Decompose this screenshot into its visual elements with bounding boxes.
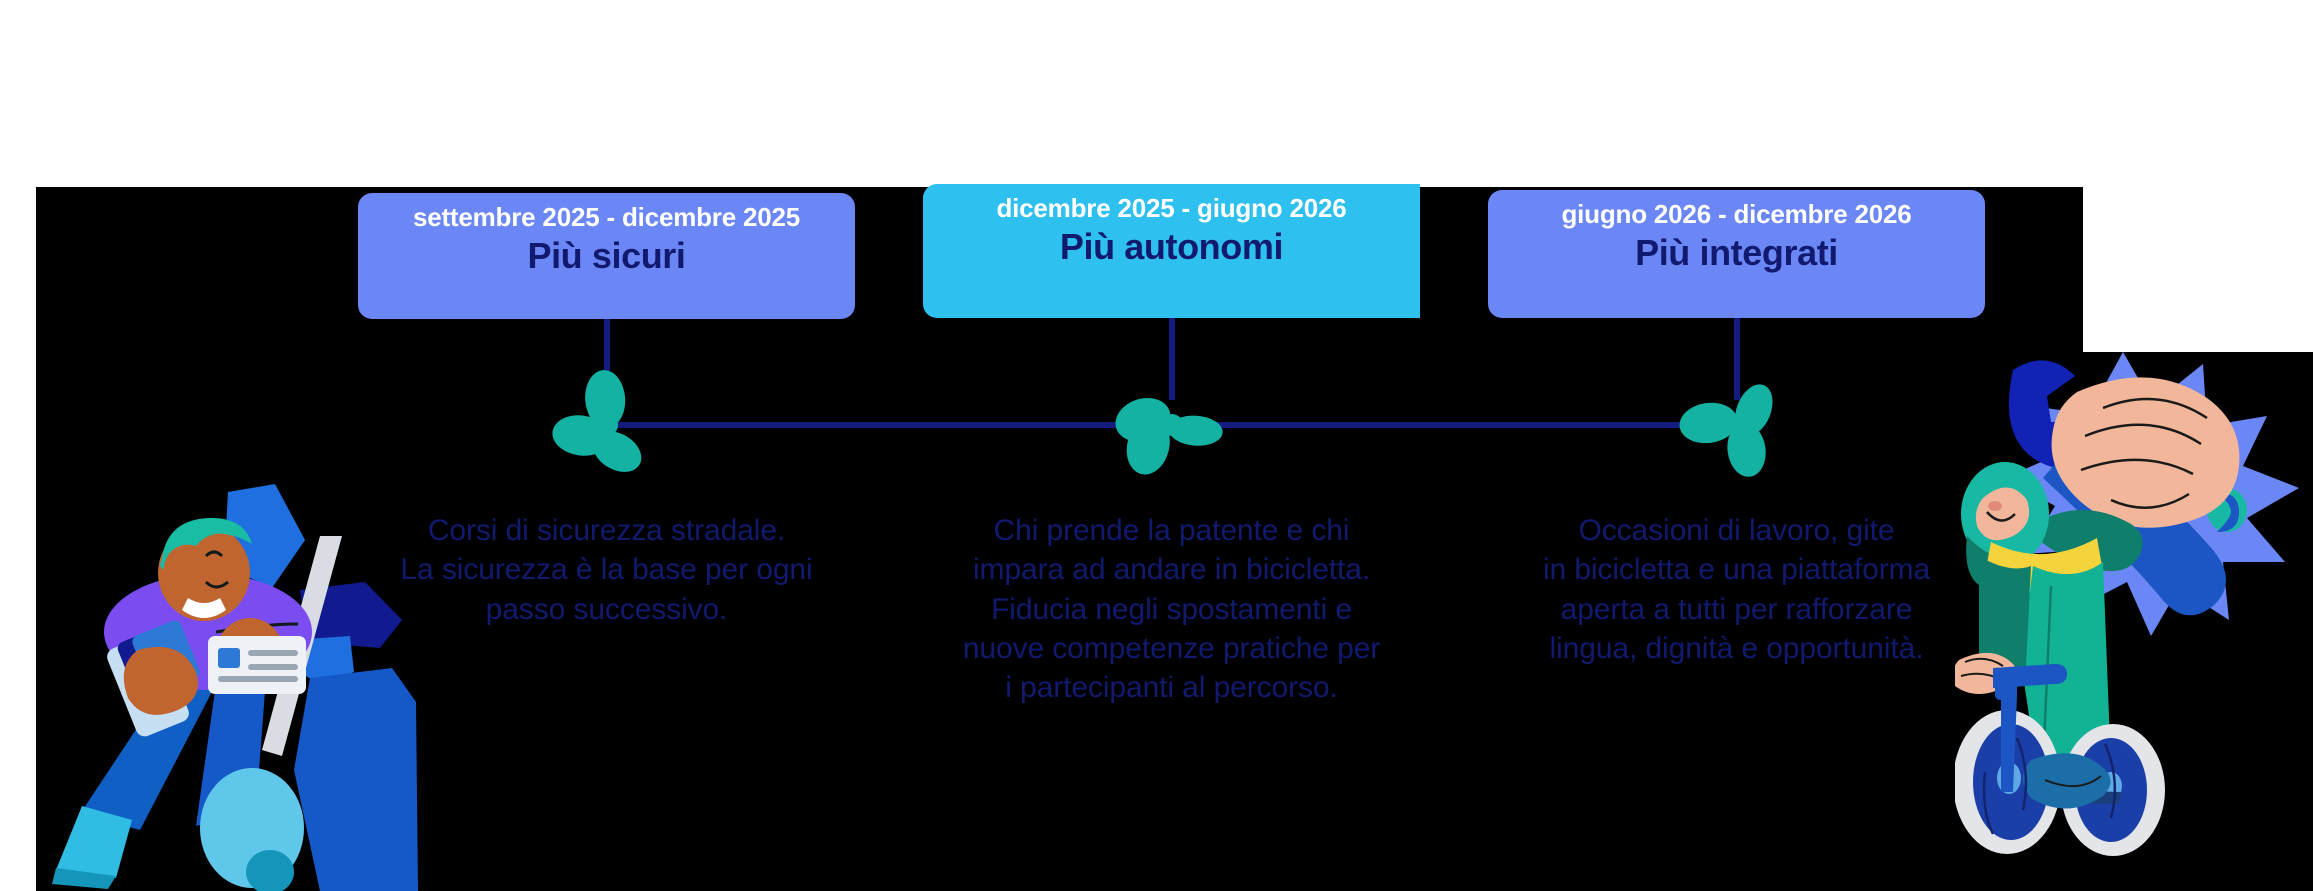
milestone-range-0: settembre 2025 - dicembre 2025 — [412, 202, 801, 232]
backdrop-panel-right — [2083, 352, 2313, 891]
milestone-description-2: Occasioni di lavoro, gite in bicicletta … — [1542, 514, 1931, 665]
milestone-range-2: giugno 2026 - dicembre 2026 — [1561, 199, 1912, 229]
milestone-description-0: Corsi di sicurezza stradale. La sicurezz… — [400, 514, 813, 626]
milestone-range-1: dicembre 2025 - giugno 2026 — [996, 193, 1347, 223]
milestone-title-1: Più autonomi — [1059, 226, 1284, 268]
milestone-title-0: Più sicuri — [527, 235, 686, 277]
milestone-card-2[interactable]: giugno 2026 - dicembre 2026 Più integrat… — [1488, 190, 1985, 318]
milestone-description-1: Chi prende la patente e chi impara ad an… — [962, 514, 1381, 705]
milestone-card-0[interactable]: settembre 2025 - dicembre 2025 Più sicur… — [358, 193, 855, 319]
milestone-title-2: Più integrati — [1635, 232, 1838, 274]
milestone-card-1[interactable]: dicembre 2025 - giugno 2026 Più autonomi — [923, 184, 1420, 318]
